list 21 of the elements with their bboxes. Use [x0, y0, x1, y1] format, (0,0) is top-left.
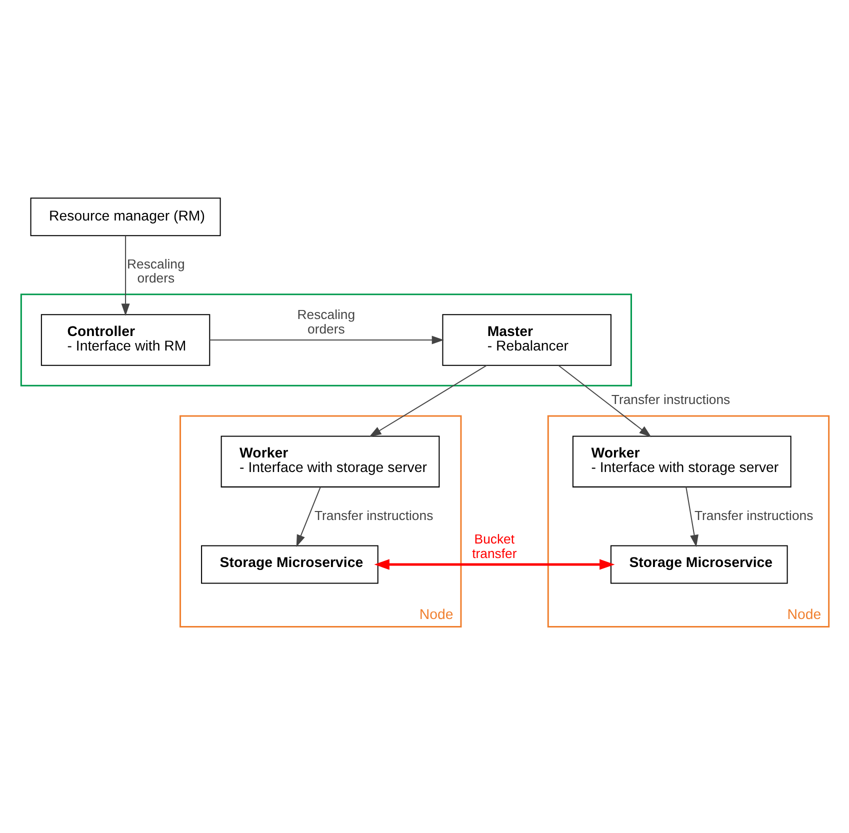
edge-label: Rescaling orders [296, 307, 355, 336]
arrow [120, 236, 130, 316]
arrow [374, 559, 614, 570]
arrow [368, 365, 486, 437]
arrow [296, 486, 320, 547]
node-box: Storage Microservice [610, 545, 788, 584]
arrow [685, 486, 698, 548]
node-box: Controller - Interface with RM [40, 314, 210, 366]
node-box: Master - Rebalancer [442, 314, 611, 366]
cluster [20, 294, 632, 386]
node-box: Storage Microservice [200, 545, 378, 584]
edge-label: Rescaling orders [126, 256, 184, 286]
node-box: Worker - Interface with storage server [572, 436, 791, 488]
node-box: Resource manager (RM) [30, 198, 220, 236]
node-box: Worker - Interface with storage server [220, 436, 440, 488]
edge-label: Transfer instructions [610, 392, 730, 408]
arrow [558, 365, 651, 438]
edge-label: Transfer instructions [314, 508, 433, 523]
arrow [209, 336, 444, 344]
edge-label: Bucket transfer [472, 532, 516, 561]
edge-label: Transfer instructions [694, 508, 813, 523]
